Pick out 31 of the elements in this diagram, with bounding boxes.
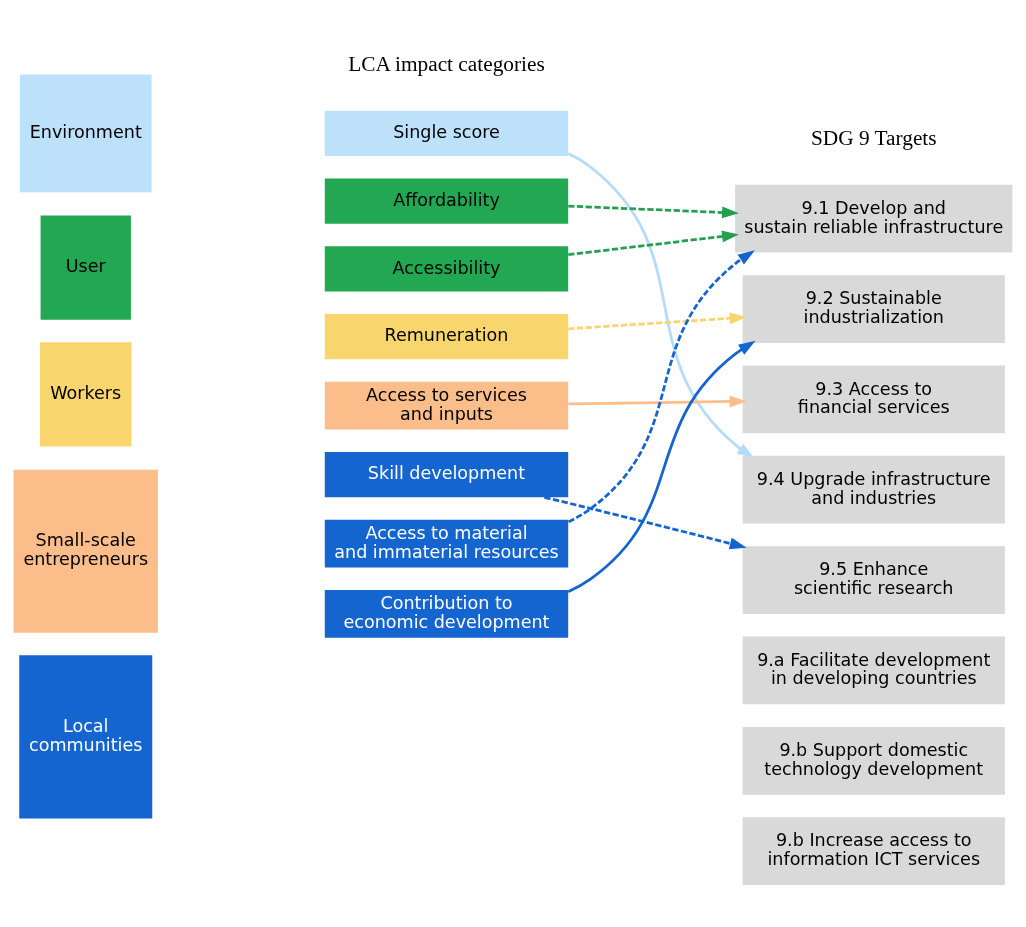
arrow: [568, 395, 747, 407]
arrow: [568, 311, 747, 330]
arrow: [568, 204, 739, 218]
node-box: 9.3 Access to financial services: [742, 365, 1005, 433]
arrow: [567, 249, 755, 523]
arrow: [567, 340, 756, 593]
node-box: Access to material and immaterial resources: [324, 519, 569, 567]
node-box: 9.5 Enhance scientific research: [742, 545, 1005, 614]
node-box: 9.b Increase access to information ICT services: [742, 816, 1005, 885]
node-box: Small-scale entrepreneurs: [13, 469, 158, 633]
node-box: Single score: [324, 110, 569, 156]
node-box: User: [40, 215, 131, 320]
node-box: 9.1 Develop and sustain reliable infrastructure: [735, 184, 1013, 253]
label: LCA impact categories: [348, 51, 545, 76]
arrow: [568, 230, 739, 256]
node-box: Affordability: [324, 178, 569, 224]
arrow: [544, 495, 747, 549]
node-box: 9.2 Sustainable industrialization: [742, 274, 1005, 343]
node-box: 9.b Support domestic technology development: [742, 726, 1005, 795]
node-box: Accessibility: [324, 245, 569, 291]
node-box: Access to services and inputs: [324, 381, 569, 429]
node-box: 9.4 Upgrade infrastructure and industries: [742, 455, 1005, 524]
node-box: Local communities: [19, 654, 153, 818]
node-box: Remuneration: [324, 313, 569, 359]
node-box: Environment: [19, 73, 152, 192]
node-box: Workers: [39, 341, 132, 446]
node-box: Contribution to economic development: [324, 589, 569, 638]
arrow: [567, 151, 754, 458]
node-box: Skill development: [324, 451, 569, 497]
label: SDG 9 Targets: [810, 125, 937, 150]
node-box: 9.a Facilitate development in developing countries: [742, 636, 1005, 704]
